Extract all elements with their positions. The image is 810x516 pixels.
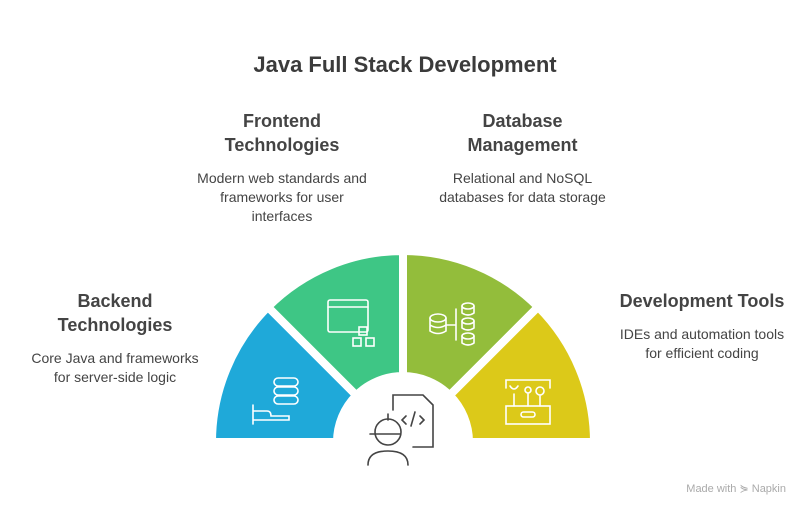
page-title: Java Full Stack Development xyxy=(253,52,557,77)
developer-code-icon xyxy=(367,394,434,466)
server-hand-icon xyxy=(252,377,299,425)
section-backend: Backend Technologies Core Java and frame… xyxy=(30,289,200,387)
segment-0 xyxy=(207,301,362,446)
section-description: Relational and NoSQL databases for data … xyxy=(439,170,606,205)
section-database: Database Management Relational and NoSQL… xyxy=(435,109,610,207)
browser-components-icon xyxy=(327,299,375,347)
segment-1 xyxy=(262,246,407,401)
section-heading: Database Management xyxy=(467,111,578,155)
section-heading: Backend Technologies xyxy=(57,291,173,335)
database-tree-icon xyxy=(429,302,475,346)
section-heading: Development Tools xyxy=(619,291,785,311)
toolbox-icon xyxy=(505,379,551,425)
section-heading: Frontend Technologies xyxy=(224,111,340,155)
section-frontend: Frontend Technologies Modern web standar… xyxy=(192,109,372,226)
section-devtools: Development Tools IDEs and automation to… xyxy=(612,289,792,363)
section-description: Modern web standards and frameworks for … xyxy=(197,170,367,224)
section-description: IDEs and automation tools for efficient … xyxy=(619,326,785,361)
section-description: Core Java and frameworks for server-side… xyxy=(31,350,199,385)
napkin-credit[interactable]: Made with ⋟ Napkin xyxy=(686,483,786,495)
segment-3 xyxy=(444,301,599,446)
